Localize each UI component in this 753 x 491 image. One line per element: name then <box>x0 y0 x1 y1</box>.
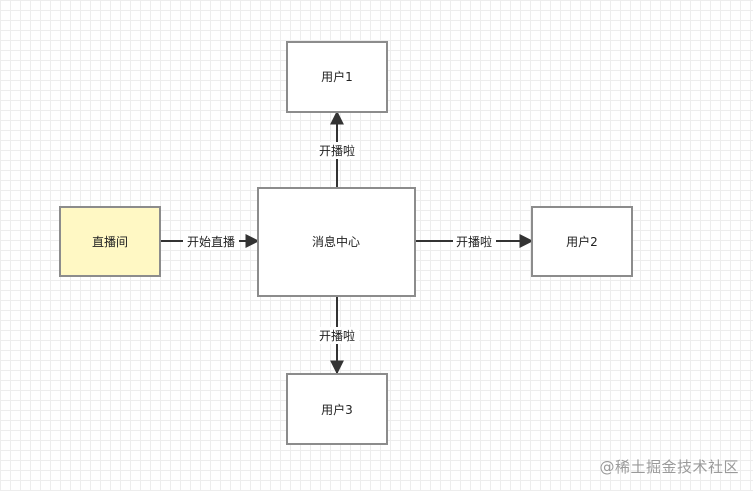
node-user3[interactable]: 用户3 <box>286 373 388 445</box>
node-user3-label: 用户3 <box>321 402 353 417</box>
edge-label-bg <box>316 142 359 159</box>
edge-label-bg <box>453 233 496 250</box>
edge-label-bg <box>316 327 359 344</box>
node-hub-label: 消息中心 <box>312 234 360 249</box>
node-user1[interactable]: 用户1 <box>286 41 388 113</box>
node-studio-box <box>59 206 161 277</box>
node-user2-label: 用户2 <box>566 234 598 249</box>
watermark-text: @稀土掘金技术社区 <box>599 458 739 476</box>
edge-label-bg <box>183 233 239 250</box>
edge-hub-to-user1[interactable]: 开播啦 <box>316 110 359 188</box>
node-studio[interactable]: 直播间 <box>59 206 161 277</box>
edge-label-start-live: 开始直播 <box>187 235 235 249</box>
edge-label-user1: 开播啦 <box>319 143 355 158</box>
node-user2-box <box>531 206 633 277</box>
edge-hub-to-user2[interactable]: 开播啦 <box>415 233 534 250</box>
node-hub[interactable]: 消息中心 <box>257 187 416 297</box>
node-user3-box <box>286 373 388 445</box>
node-studio-label: 直播间 <box>92 235 128 249</box>
edge-hub-to-user3[interactable]: 开播啦 <box>316 296 359 375</box>
node-hub-box <box>257 187 416 297</box>
node-user1-box <box>286 41 388 113</box>
edge-studio-to-hub[interactable]: 开始直播 <box>160 233 260 250</box>
node-user2[interactable]: 用户2 <box>531 206 633 277</box>
edge-label-user3: 开播啦 <box>319 328 355 343</box>
node-user1-label: 用户1 <box>321 69 353 84</box>
edge-label-user2: 开播啦 <box>456 234 492 249</box>
